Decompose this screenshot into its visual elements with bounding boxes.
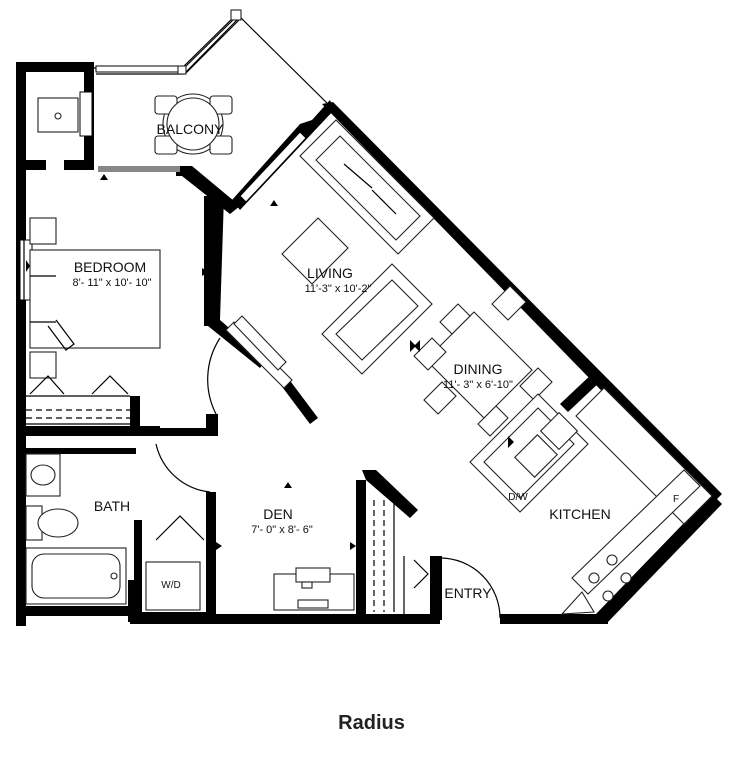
mechanical-closet	[37, 97, 79, 133]
plan-name-caption: Radius	[338, 712, 405, 734]
marker-triangles	[26, 174, 546, 550]
fridge-label: F	[673, 494, 679, 505]
bedroom-label: BEDROOM	[74, 259, 146, 275]
den-desk-icon	[273, 567, 355, 611]
living-dims: 11'-3" x 10'-2"	[305, 283, 372, 295]
den-label: DEN	[263, 506, 293, 522]
dining-dims: 11'- 3" x 6'-10"	[443, 379, 513, 391]
balcony-area	[92, 9, 333, 155]
balcony-label: BALCONY	[157, 121, 225, 137]
dishwasher-label: D/W	[508, 492, 528, 503]
bedroom-dims: 8'- 11" x 10'- 10"	[72, 277, 151, 289]
balcony-table-icon	[154, 93, 233, 155]
living-furniture	[225, 119, 435, 389]
den-dims: 7'- 0" x 8'- 6"	[251, 524, 313, 536]
entry-door	[403, 556, 501, 619]
washer-dryer-label: W/D	[161, 580, 180, 591]
den-closet	[373, 500, 395, 612]
washer-dryer-closet	[145, 515, 205, 611]
kitchen-fixtures	[469, 387, 713, 615]
living-label: LIVING	[307, 265, 353, 281]
kitchen-label: KITCHEN	[549, 506, 610, 522]
bedroom	[26, 217, 161, 425]
bath-label: BATH	[94, 498, 130, 514]
dining-label: DINING	[454, 361, 503, 377]
entry-label: ENTRY	[444, 585, 492, 601]
dining-table-icon	[413, 285, 553, 437]
bath-fixtures	[25, 443, 211, 605]
